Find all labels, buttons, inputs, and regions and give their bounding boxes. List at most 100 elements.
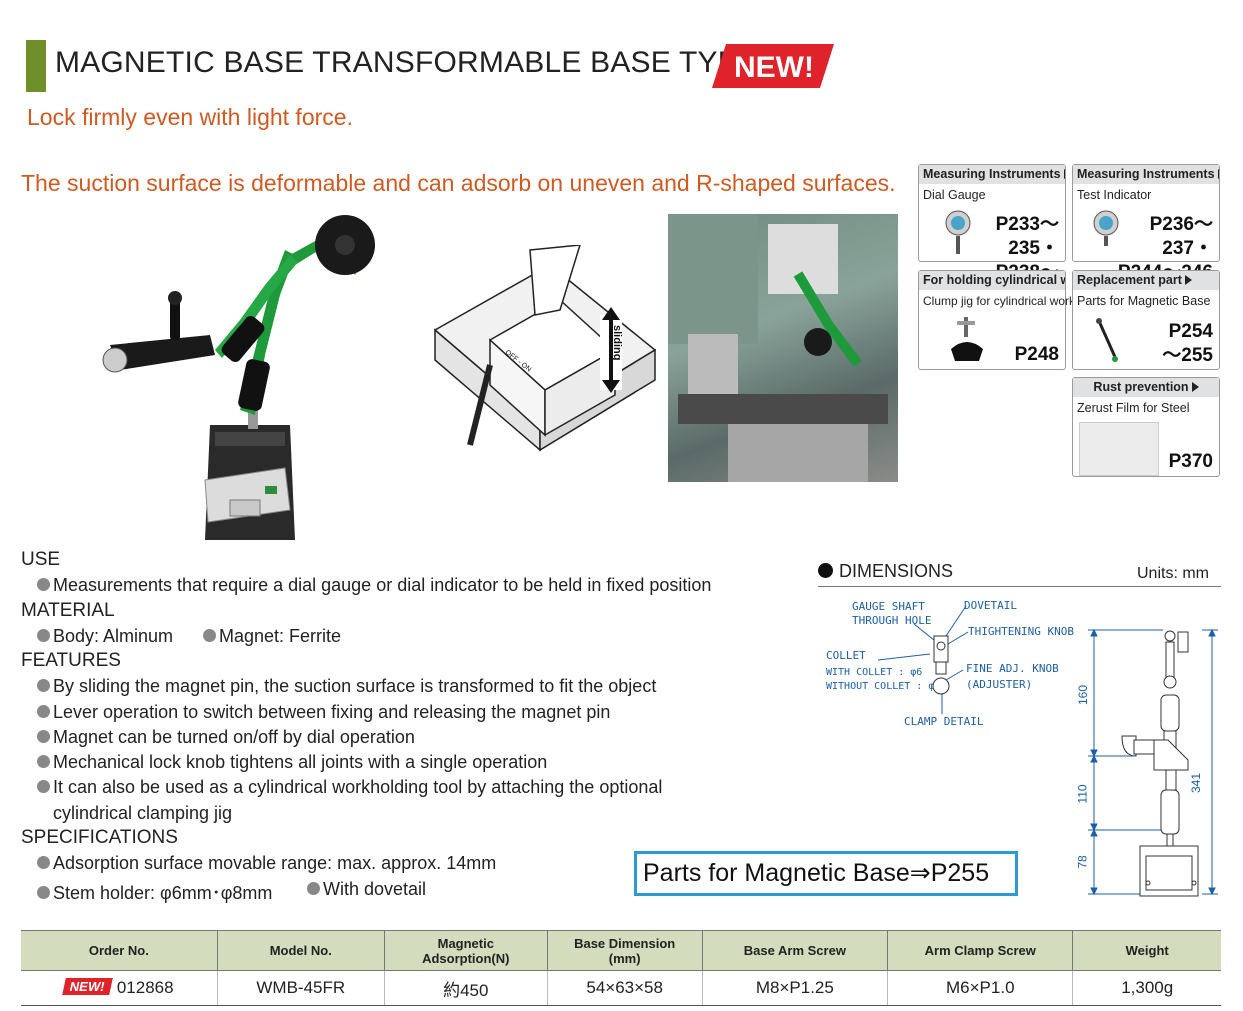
ref-rust-prevention[interactable]: Rust prevention Zerust Film for Steel P3… [1072,377,1220,477]
caption-thightening-knob: THIGHTENING KNOB [968,625,1074,638]
specifications-heading: SPECIFICATIONS [21,827,178,848]
feature-item: Magnet can be turned on/off by dial oper… [37,727,415,748]
dim-341: 341 [1189,772,1204,794]
col-order-no: Order No. [21,930,218,971]
feature-item: Lever operation to switch between fixing… [37,702,610,723]
caption-gauge-shaft: GAUGE SHAFT [852,600,925,613]
dimensions-divider [818,586,1221,587]
col-magnetic-adsorption: Magnetic Adsorption(N) [383,930,548,971]
use-item: Measurements that require a dial gauge o… [37,575,711,596]
feature-item-continuation: cylindrical clamping jig [53,803,233,823]
material-item: Magnet: Ferrite [203,626,341,647]
units-label: Units: mm [1137,565,1209,582]
ref-sub-label: Parts for Magnetic Base [1077,294,1211,308]
dimension-drawing: GAUGE SHAFT THROUGH HOLE DOVETAIL THIGHT… [818,590,1221,910]
ref-head-label: Measuring Instruments [923,167,1061,181]
cell-order-no: NEW!012868 [21,970,218,1006]
feature-item: By sliding the magnet pin, the suction s… [37,676,656,697]
arrow-right-icon [1217,169,1219,179]
ref-page-line: P370 [1168,451,1213,472]
ref-page-line: P248 [1014,344,1059,365]
bullet-icon [37,578,50,591]
ref-head-label: Rust prevention [1093,380,1189,394]
col-model-no: Model No. [216,930,385,971]
bullet-icon [37,780,50,793]
feature-item: Mechanical lock knob tightens all joints… [37,752,547,773]
bullet-icon [37,886,50,899]
ref-page-line: P254 [1168,321,1213,342]
dial-gauge-icon [945,210,971,254]
bullet-icon [203,629,216,642]
new-tag: NEW! [62,978,113,995]
cell-weight: 1,300g [1072,970,1221,1006]
spec-item: Adsorption surface movable range: max. a… [37,853,496,874]
spec-item: With dovetail [307,879,426,900]
clamp-jig-icon [951,317,983,361]
caption-fine-adj: FINE ADJ. KNOB [966,662,1059,675]
test-indicator-icon [1093,210,1119,246]
spec-table: Order No. Model No. Magnetic Adsorption(… [21,930,1221,1006]
caption-dovetail: DOVETAIL [964,599,1017,612]
dimensions-heading: DIMENSIONS [818,561,953,582]
table-row: NEW!012868 WMB-45FR 約450 54×63×58 M8×P1.… [21,970,1221,1006]
col-base-arm-screw: Base Arm Screw [701,930,888,971]
ref-sub-label: Test Indicator [1077,188,1152,202]
bullet-icon [37,856,50,869]
spec-item: Stem holder: φ6mm･φ8mm [37,879,272,905]
ref-head-label: For holding cylindrical work [923,273,1065,287]
sliding-label: sliding [611,325,623,360]
ref-head-label: Replacement part [1077,273,1182,287]
cell-model-no: WMB-45FR [216,970,385,1006]
bullet-icon [818,563,833,578]
ref-head-label: Measuring Instruments [1077,167,1215,181]
base-diagram: sliding OFF - ON [433,245,657,452]
ref-cylindrical-jig[interactable]: For holding cylindrical work Clump jig f… [918,270,1076,370]
caption-through-hole: THROUGH HOLE [852,614,932,627]
ref-page-line: P236～237・ [1149,214,1213,259]
new-badge: NEW! [712,44,834,88]
col-base-dimension: Base Dimension (mm) [546,930,703,971]
col-arm-clamp-screw: Arm Clamp Screw [887,930,1073,971]
material-heading: MATERIAL [21,600,115,621]
cell-base-dimension: 54×63×58 [546,970,703,1006]
dim-160: 160 [1076,684,1091,706]
ref-sub-label: Dial Gauge [923,188,986,202]
ref-sub-label: Clump jig for cylindrical work [923,294,1076,308]
arrow-right-icon [1184,275,1192,285]
ref-page-line: ～255 [1162,345,1213,366]
cell-adsorption: 約450 [383,970,548,1006]
application-photo [668,214,898,482]
arrow-right-icon [1191,382,1199,392]
parts-link[interactable]: Parts for Magnetic Base⇒P255 [634,851,1018,896]
parts-arm-icon [1096,318,1118,362]
dim-110: 110 [1075,784,1090,804]
table-header-row: Order No. Model No. Magnetic Adsorption(… [21,930,1221,971]
ref-replacement-part[interactable]: Replacement part Parts for Magnetic Base… [1072,270,1220,370]
arrow-right-icon [1063,169,1065,179]
caption-clamp-detail: CLAMP DETAIL [904,715,984,728]
bullet-icon [37,629,50,642]
features-heading: FEATURES [21,650,121,671]
subtitle: The suction surface is deformable and ca… [21,170,896,196]
ref-dial-gauge[interactable]: Measuring Instruments Dial Gauge P233～23… [918,164,1066,307]
page-title: MAGNETIC BASE TRANSFORMABLE BASE TYPE [55,46,759,79]
caption-with-collet: WITH COLLET : φ6 [826,667,923,678]
product-photo [102,215,375,540]
ref-sub-label: Zerust Film for Steel [1077,401,1190,415]
cell-base-arm-screw: M8×P1.25 [701,970,888,1006]
col-weight: Weight [1072,930,1221,971]
tagline: Lock firmly even with light force. [27,104,353,130]
cell-arm-clamp-screw: M6×P1.0 [887,970,1073,1006]
new-badge-text: NEW! [734,51,814,84]
dimension-lines [877,605,1218,897]
zerust-film-icon [1079,422,1159,476]
bullet-icon [307,882,320,895]
ref-test-indicator[interactable]: Measuring Instruments Test Indicator P23… [1072,164,1220,283]
bullet-icon [37,679,50,692]
title-accent-bar [26,40,46,92]
bullet-icon [37,730,50,743]
ref-page-line: P233～235・ [995,214,1059,259]
feature-item: It can also be used as a cylindrical wor… [37,777,662,798]
bullet-icon [37,755,50,768]
caption-without-collet: WITHOUT COLLET : φ8 [826,681,941,692]
